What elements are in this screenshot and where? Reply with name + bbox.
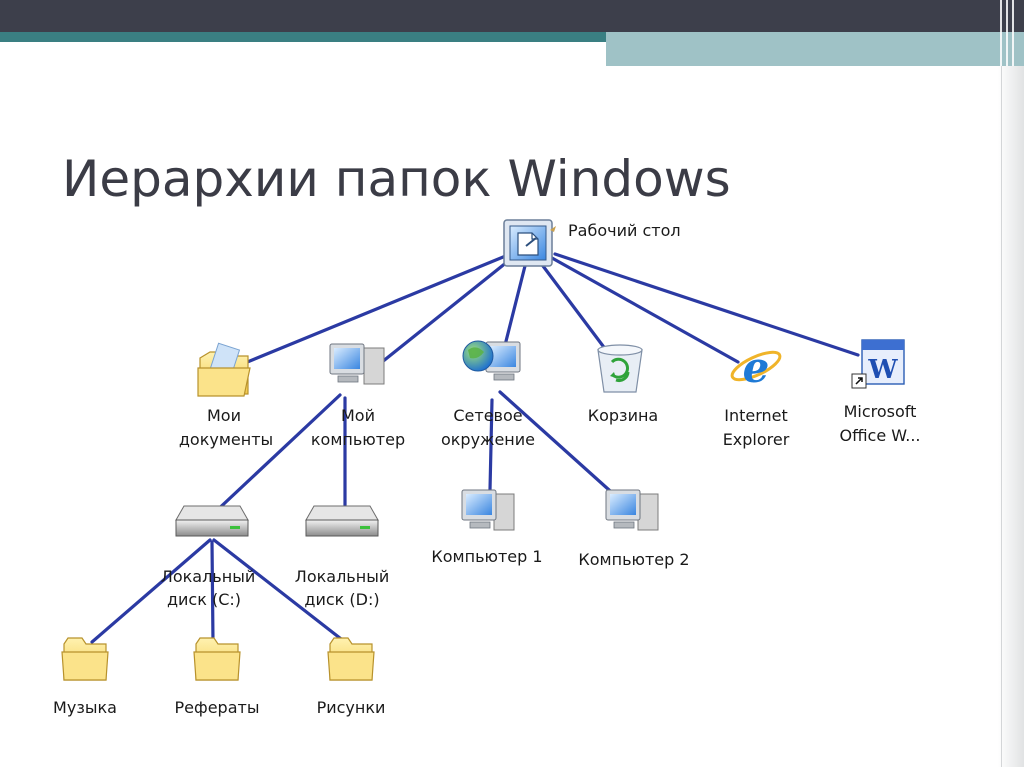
- connector-line: [210, 393, 342, 517]
- label-disk-c-line2: диск (C:): [167, 590, 241, 609]
- connector-line: [488, 398, 494, 492]
- connector-line: [238, 253, 510, 367]
- connector-line: [498, 390, 620, 500]
- node-computer-1: Компьютер 1: [431, 489, 543, 566]
- node-network: Сетевое окружение: [441, 340, 535, 449]
- header-corner-stripe: [1012, 0, 1014, 66]
- network-globe-icon: [462, 340, 521, 381]
- connector-line: [210, 540, 215, 644]
- label-network-line1: Сетевое: [453, 406, 522, 425]
- node-internet-explorer: e Internet Explorer: [723, 343, 790, 449]
- label-my-computer-line1: Мой: [341, 406, 375, 425]
- node-desktop: Рабочий стол: [503, 219, 681, 267]
- folder-icon: [327, 637, 375, 681]
- label-pictures: Рисунки: [317, 698, 386, 717]
- label-essays: Рефераты: [175, 698, 260, 717]
- label-ms-word-line1: Microsoft: [844, 402, 917, 421]
- header-band-light: [606, 32, 1024, 66]
- page-edge-shadow: [998, 66, 1024, 767]
- header-band-teal: [0, 32, 606, 42]
- label-disk-d-line1: Локальный: [295, 567, 389, 586]
- label-network-line2: окружение: [441, 430, 535, 449]
- label-my-documents-line2: документы: [179, 430, 273, 449]
- computer-icon: [329, 343, 385, 385]
- node-music: Музыка: [53, 637, 117, 717]
- header-corner-stripe: [1006, 0, 1008, 66]
- label-my-computer-line2: компьютер: [311, 430, 405, 449]
- header-band-dark: [0, 0, 1024, 32]
- connector-line: [538, 260, 614, 360]
- label-music: Музыка: [53, 698, 117, 717]
- word-shortcut-icon: W: [851, 339, 905, 389]
- svg-text:e: e: [743, 343, 770, 392]
- label-internet-explorer-line1: Internet: [724, 406, 788, 425]
- node-disk-c: Локальный диск (C:): [161, 505, 255, 609]
- computer-icon: [461, 489, 515, 531]
- label-computer-1: Компьютер 1: [431, 547, 542, 566]
- node-recycle-bin: Корзина: [588, 344, 658, 425]
- page-edge-line: [1001, 66, 1002, 767]
- label-disk-d-line2: диск (D:): [304, 590, 379, 609]
- label-ms-word-line2: Office W...: [839, 426, 920, 445]
- svg-text:W: W: [867, 355, 898, 385]
- label-internet-explorer-line2: Explorer: [723, 430, 790, 449]
- recycle-bin-icon: [597, 344, 643, 393]
- node-disk-d: Локальный диск (D:): [295, 505, 389, 609]
- label-recycle-bin: Корзина: [588, 406, 658, 425]
- node-essays: Рефераты: [175, 637, 260, 717]
- node-my-computer: Мой компьютер: [311, 343, 405, 449]
- label-my-documents-line1: Мои: [207, 406, 241, 425]
- computer-icon: [605, 489, 659, 531]
- desktop-icon: [503, 219, 556, 267]
- label-computer-2: Компьютер 2: [578, 550, 689, 569]
- folder-icon: [193, 637, 241, 681]
- hard-drive-icon: [305, 505, 379, 537]
- label-disk-c-line1: Локальный: [161, 567, 255, 586]
- connector-line: [212, 538, 347, 644]
- folder-icon: [61, 637, 109, 681]
- connector-lines: [90, 252, 860, 644]
- connector-line: [550, 256, 740, 364]
- node-computer-2: Компьютер 2: [578, 489, 690, 569]
- node-my-documents: Мои документы: [179, 342, 273, 449]
- connector-line: [553, 252, 860, 357]
- folder-documents-icon: [197, 342, 251, 397]
- connector-line: [90, 538, 212, 644]
- node-pictures: Рисунки: [317, 637, 386, 717]
- slide-title: Иерархии папок Windows: [62, 150, 731, 208]
- header-corner-stripe: [1000, 0, 1002, 66]
- label-desktop: Рабочий стол: [568, 221, 681, 240]
- node-ms-word: W Microsoft Office W...: [839, 339, 921, 445]
- hard-drive-icon: [175, 505, 249, 537]
- internet-explorer-icon: e: [730, 343, 782, 392]
- connector-line: [370, 256, 514, 372]
